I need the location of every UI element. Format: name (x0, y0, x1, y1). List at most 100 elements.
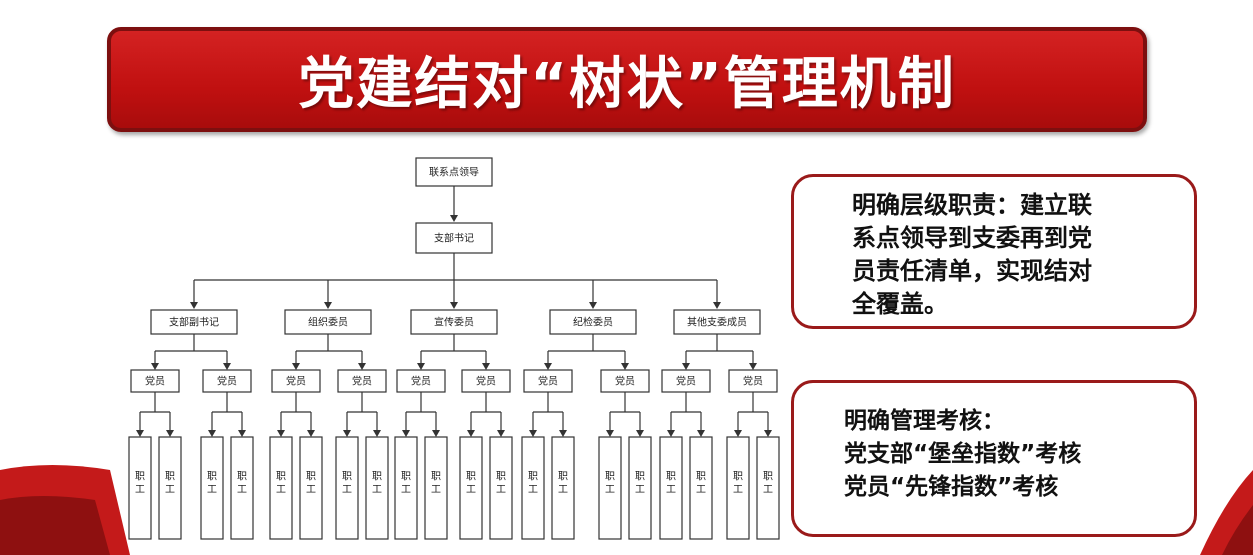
worker-node-label: 工 (207, 485, 217, 496)
party-member-node-label: 党员 (411, 375, 431, 388)
info-line: 员责任清单，实现结对 (852, 257, 1092, 285)
worker-node (756, 436, 780, 540)
arrow-head (450, 302, 458, 309)
worker-node (489, 436, 513, 540)
worker-node-label: 工 (276, 485, 286, 496)
arrow-head (636, 430, 644, 437)
worker-node (598, 436, 622, 540)
arrow-head (467, 430, 475, 437)
worker-node-label: 职 (306, 471, 316, 483)
worker-node-label: 工 (401, 485, 411, 496)
party-member-node-label: 党员 (352, 375, 372, 388)
arrow-head (402, 430, 410, 437)
arrow-head (343, 430, 351, 437)
worker-node-label: 职 (558, 471, 568, 483)
worker-node (299, 436, 323, 540)
worker-node-label: 工 (733, 485, 743, 496)
member-node (284, 309, 372, 335)
worker-node (551, 436, 575, 540)
arrow-head (697, 430, 705, 437)
title-banner: 党建结对“树状”管理机制 (107, 27, 1147, 132)
worker-node (200, 436, 224, 540)
worker-node-label: 工 (558, 485, 568, 496)
page-title: 党建结对“树状”管理机制 (298, 52, 956, 117)
worker-node (459, 436, 483, 540)
arrow-head (277, 430, 285, 437)
info-line: 明确层级职责：建立联 (852, 191, 1092, 219)
worker-node-label: 职 (207, 471, 217, 483)
assessment-info-box: 明确管理考核： 党支部“堡垒指数”考核 党员“先锋指数”考核 (791, 380, 1197, 537)
worker-node-label: 职 (466, 471, 476, 483)
worker-node-label: 职 (401, 471, 411, 483)
worker-node-label: 职 (165, 471, 175, 483)
arrow-head (166, 430, 174, 437)
arrow-head (734, 430, 742, 437)
arrow-head (417, 363, 425, 370)
worker-node-label: 职 (135, 471, 145, 483)
arrow-head (324, 302, 332, 309)
worker-node-label: 职 (342, 471, 352, 483)
info-line: 党员“先锋指数”考核 (844, 474, 1059, 500)
info-line: 明确管理考核： (844, 408, 1005, 434)
party-member-node-label: 党员 (286, 375, 306, 388)
arrow-head (544, 363, 552, 370)
responsibility-info-box: 明确层级职责：建立联 系点领导到支委再到党 员责任清单，实现结对 全覆盖。 (791, 174, 1197, 329)
worker-node (335, 436, 359, 540)
worker-node (394, 436, 418, 540)
member-node (410, 309, 498, 335)
member-node-label: 支部副书记 (169, 316, 219, 329)
worker-node-label: 工 (342, 485, 352, 496)
arrow-head (373, 430, 381, 437)
arrow-head (151, 363, 159, 370)
secretary-node-label: 支部书记 (434, 232, 474, 245)
member-node-label: 其他支委成员 (687, 316, 747, 329)
worker-node (269, 436, 293, 540)
arrow-head (208, 430, 216, 437)
member-node (673, 309, 761, 335)
worker-node-label: 工 (237, 485, 247, 496)
arrow-head (713, 302, 721, 309)
arrow-head (764, 430, 772, 437)
worker-node-label: 工 (496, 485, 506, 496)
worker-node-label: 职 (496, 471, 506, 483)
arrow-head (190, 302, 198, 309)
worker-node-label: 工 (635, 485, 645, 496)
left-corner-decoration-shade (0, 496, 110, 555)
arrow-head (136, 430, 144, 437)
member-node-label: 宣传委员 (434, 316, 474, 329)
worker-node-label: 职 (276, 471, 286, 483)
worker-node (689, 436, 713, 540)
worker-node-label: 工 (306, 485, 316, 496)
worker-node (424, 436, 448, 540)
arrow-head (292, 363, 300, 370)
arrow-head (749, 363, 757, 370)
arrow-head (529, 430, 537, 437)
worker-node-label: 职 (763, 471, 773, 483)
worker-node-label: 职 (431, 471, 441, 483)
party-member-node-label: 党员 (676, 375, 696, 388)
party-member-node-label: 党员 (217, 375, 237, 388)
worker-node-label: 工 (763, 485, 773, 496)
secretary-node (415, 222, 493, 254)
arrow-head (432, 430, 440, 437)
worker-node-label: 职 (528, 471, 538, 483)
worker-node-label: 工 (666, 485, 676, 496)
worker-node (128, 436, 152, 540)
arrow-head (606, 430, 614, 437)
arrow-head (559, 430, 567, 437)
member-node-label: 组织委员 (308, 316, 348, 329)
arrow-head (358, 363, 366, 370)
worker-node (628, 436, 652, 540)
arrow-head (307, 430, 315, 437)
worker-node-label: 工 (466, 485, 476, 496)
arrow-head (482, 363, 490, 370)
party-member-node-label: 党员 (538, 375, 558, 388)
worker-node (365, 436, 389, 540)
party-member-node-label: 党员 (615, 375, 635, 388)
worker-node (659, 436, 683, 540)
right-corner-decoration-shade (1222, 505, 1253, 555)
worker-node-label: 工 (528, 485, 538, 496)
party-member-node-label: 党员 (743, 375, 763, 388)
worker-node-label: 工 (605, 485, 615, 496)
